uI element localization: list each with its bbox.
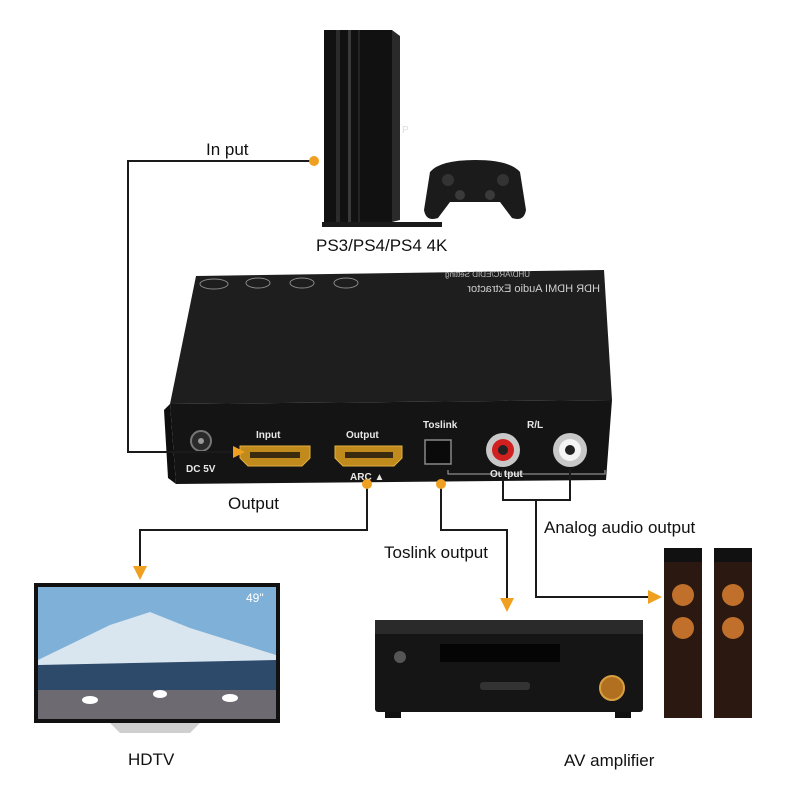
- hdtv-label: HDTV: [128, 750, 175, 769]
- device-title: HDR HDMI Audio Extractor: [467, 283, 600, 295]
- controller-image: [424, 160, 526, 219]
- rca-output-label: Output: [490, 469, 523, 480]
- audio-extractor-device: HDR HDMI Audio Extractor UHD/ARC/EDID Se…: [164, 270, 612, 484]
- av-amplifier-label: AV amplifier: [564, 751, 655, 770]
- output-line-label: Output: [228, 494, 280, 513]
- ps4-console-image: P: [322, 30, 442, 227]
- arrow-to-input: [233, 446, 245, 458]
- console-label: PS3/PS4/PS4 4K: [316, 236, 448, 255]
- rl-label: R/L: [527, 420, 543, 431]
- av-amplifier-image: [375, 620, 643, 718]
- toslink-dot: [436, 479, 446, 489]
- arrow-to-tv: [133, 566, 147, 580]
- tv-size: 49": [246, 591, 264, 605]
- arrow-to-speakers: [648, 590, 662, 604]
- speakers-image: [664, 548, 752, 718]
- device-subtitle: UHD/ARC/EDID Setting: [445, 270, 530, 279]
- analog-output-label: Analog audio output: [544, 518, 696, 537]
- arc-label: ARC ▲: [350, 472, 384, 483]
- toslink-port: [424, 439, 452, 465]
- toslink-port-label: Toslink: [423, 420, 458, 431]
- svg-text:P: P: [402, 125, 409, 136]
- output-port-label: Output: [346, 430, 379, 441]
- hdtv-image: 49": [34, 583, 280, 733]
- dc-label: DC 5V: [186, 464, 216, 475]
- toslink-output-label: Toslink output: [384, 543, 488, 562]
- input-line-label: In put: [206, 140, 249, 159]
- connection-lines: [127, 160, 650, 600]
- arrow-to-amplifier: [500, 598, 514, 612]
- input-port-label: Input: [256, 430, 281, 441]
- input-dot: [309, 156, 319, 166]
- output-dot: [362, 479, 372, 489]
